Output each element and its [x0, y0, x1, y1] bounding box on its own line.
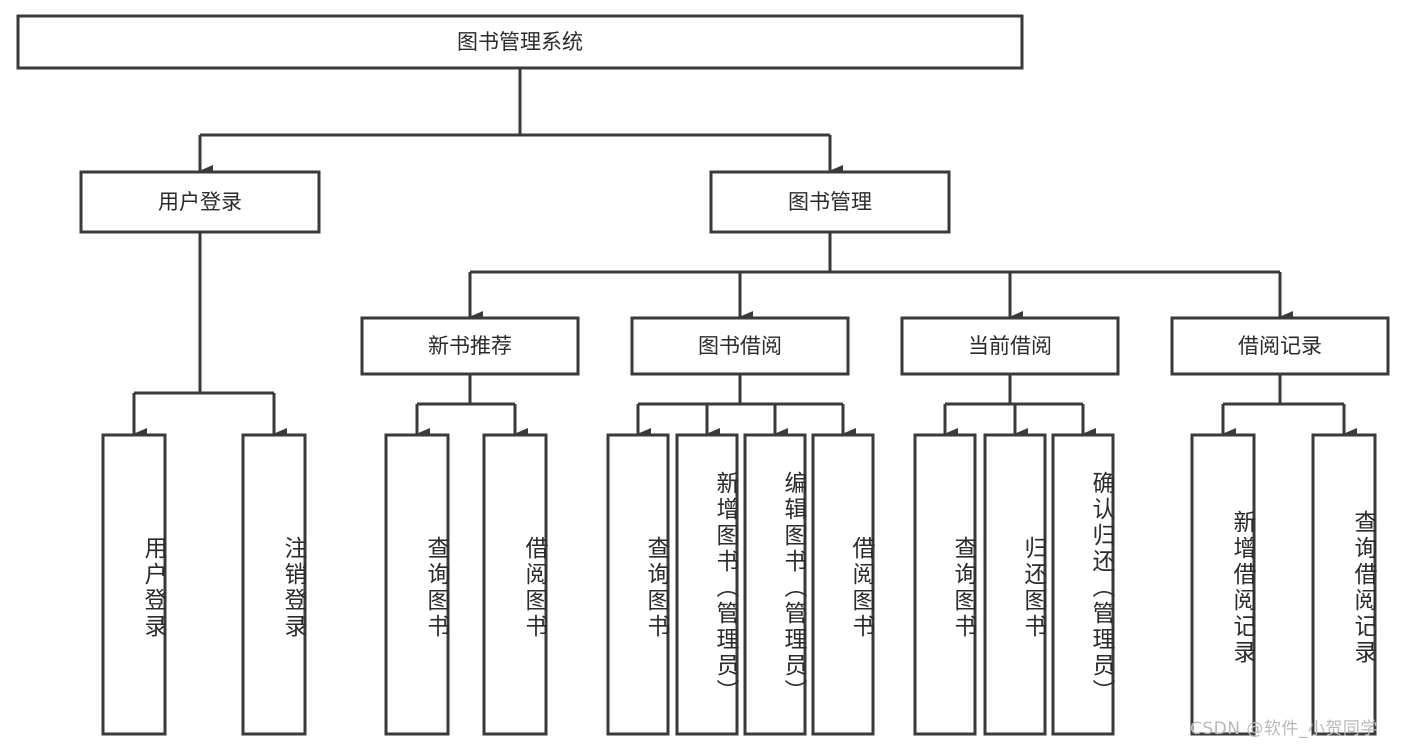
node-label-new-book-recommend: 新书推荐 — [428, 334, 512, 358]
node-box-user-login — [79, 170, 321, 234]
connector-layer — [132, 68, 1357, 440]
node-label-borrow-records: 借阅记录 — [1238, 334, 1322, 358]
node-box-confirm-return — [1051, 433, 1115, 736]
node-label-current-borrow: 当前借阅 — [968, 334, 1052, 358]
node-box-query-book-3 — [913, 433, 977, 736]
node-label-undefined: 图书管理系统 — [457, 30, 583, 54]
node-box-return-book — [983, 433, 1047, 736]
node-box-logout — [241, 433, 307, 736]
csdn-watermark: CSDN @软件_小贺同学 — [1190, 719, 1378, 739]
node-box-query-borrow-record — [1311, 433, 1377, 736]
node-box-book-management — [709, 170, 951, 234]
node-label-book-borrow: 图书借阅 — [698, 334, 782, 358]
node-box-borrow-book-1 — [482, 433, 548, 736]
node-box-login — [101, 433, 167, 736]
node-box-borrow-records — [1170, 316, 1390, 376]
node-box-query-book-2 — [606, 433, 670, 736]
node-label-user-login: 用户登录 — [158, 190, 242, 214]
node-box-undefined — [16, 14, 1024, 70]
node-box-add-borrow-record — [1190, 433, 1256, 736]
node-label-book-management: 图书管理 — [788, 190, 872, 214]
node-box-query-book-1 — [384, 433, 450, 736]
node-box-new-book-recommend — [360, 316, 580, 376]
node-box-book-borrow — [630, 316, 850, 376]
node-box-add-book — [675, 433, 739, 736]
node-box-current-borrow — [900, 316, 1120, 376]
node-box-borrow-book-2 — [811, 433, 875, 736]
box-layer — [16, 14, 1390, 736]
node-box-edit-book — [743, 433, 807, 736]
